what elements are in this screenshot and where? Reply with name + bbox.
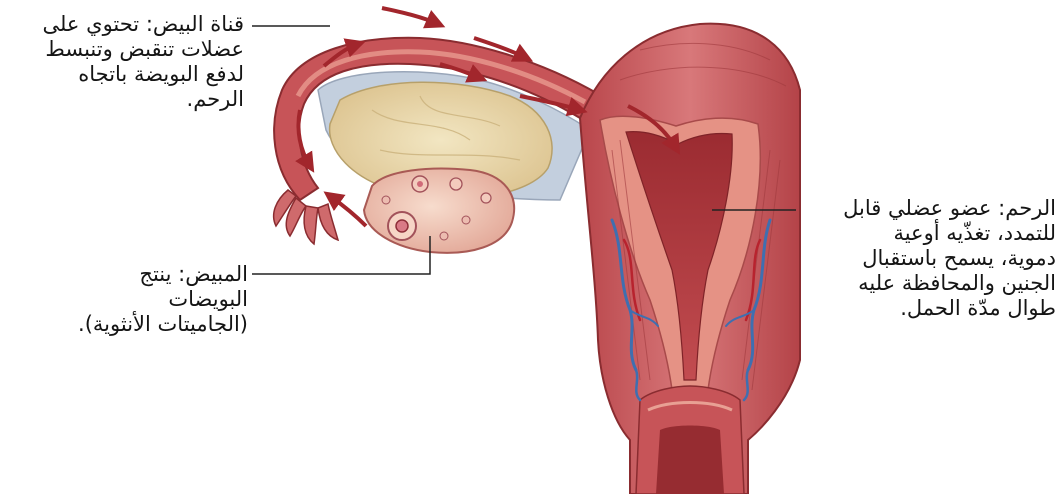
label-line: (الجاميتات الأنثوية). <box>88 312 248 337</box>
label-line: الرحم. <box>8 87 244 112</box>
label-line: قناة البيض: تحتوي على <box>8 12 244 37</box>
uterus-label: الرحم: عضو عضلي قابل للتمدد، تغذّيه أوعي… <box>794 196 1056 321</box>
label-line: البويضات <box>88 287 248 312</box>
label-line: الجنين والمحافظة عليه <box>794 271 1056 296</box>
label-line: عضلات تنقبض وتنبسط <box>8 37 244 62</box>
label-line: دموية، يسمح باستقبال <box>794 246 1056 271</box>
label-line: المبيض: ينتج <box>88 262 248 287</box>
label-line: للتمدد، تغذّيه أوعية <box>794 221 1056 246</box>
label-line: طوال مدّة الحمل. <box>794 296 1056 321</box>
ovary <box>364 169 514 253</box>
label-line: لدفع البويضة باتجاه <box>8 62 244 87</box>
fimbriae <box>274 190 338 244</box>
ovary-label: المبيض: ينتج البويضات (الجاميتات الأنثوي… <box>88 262 248 337</box>
fallopian-tube-label: قناة البيض: تحتوي على عضلات تنقبض وتنبسط… <box>8 12 244 112</box>
label-line: الرحم: عضو عضلي قابل <box>794 196 1056 221</box>
